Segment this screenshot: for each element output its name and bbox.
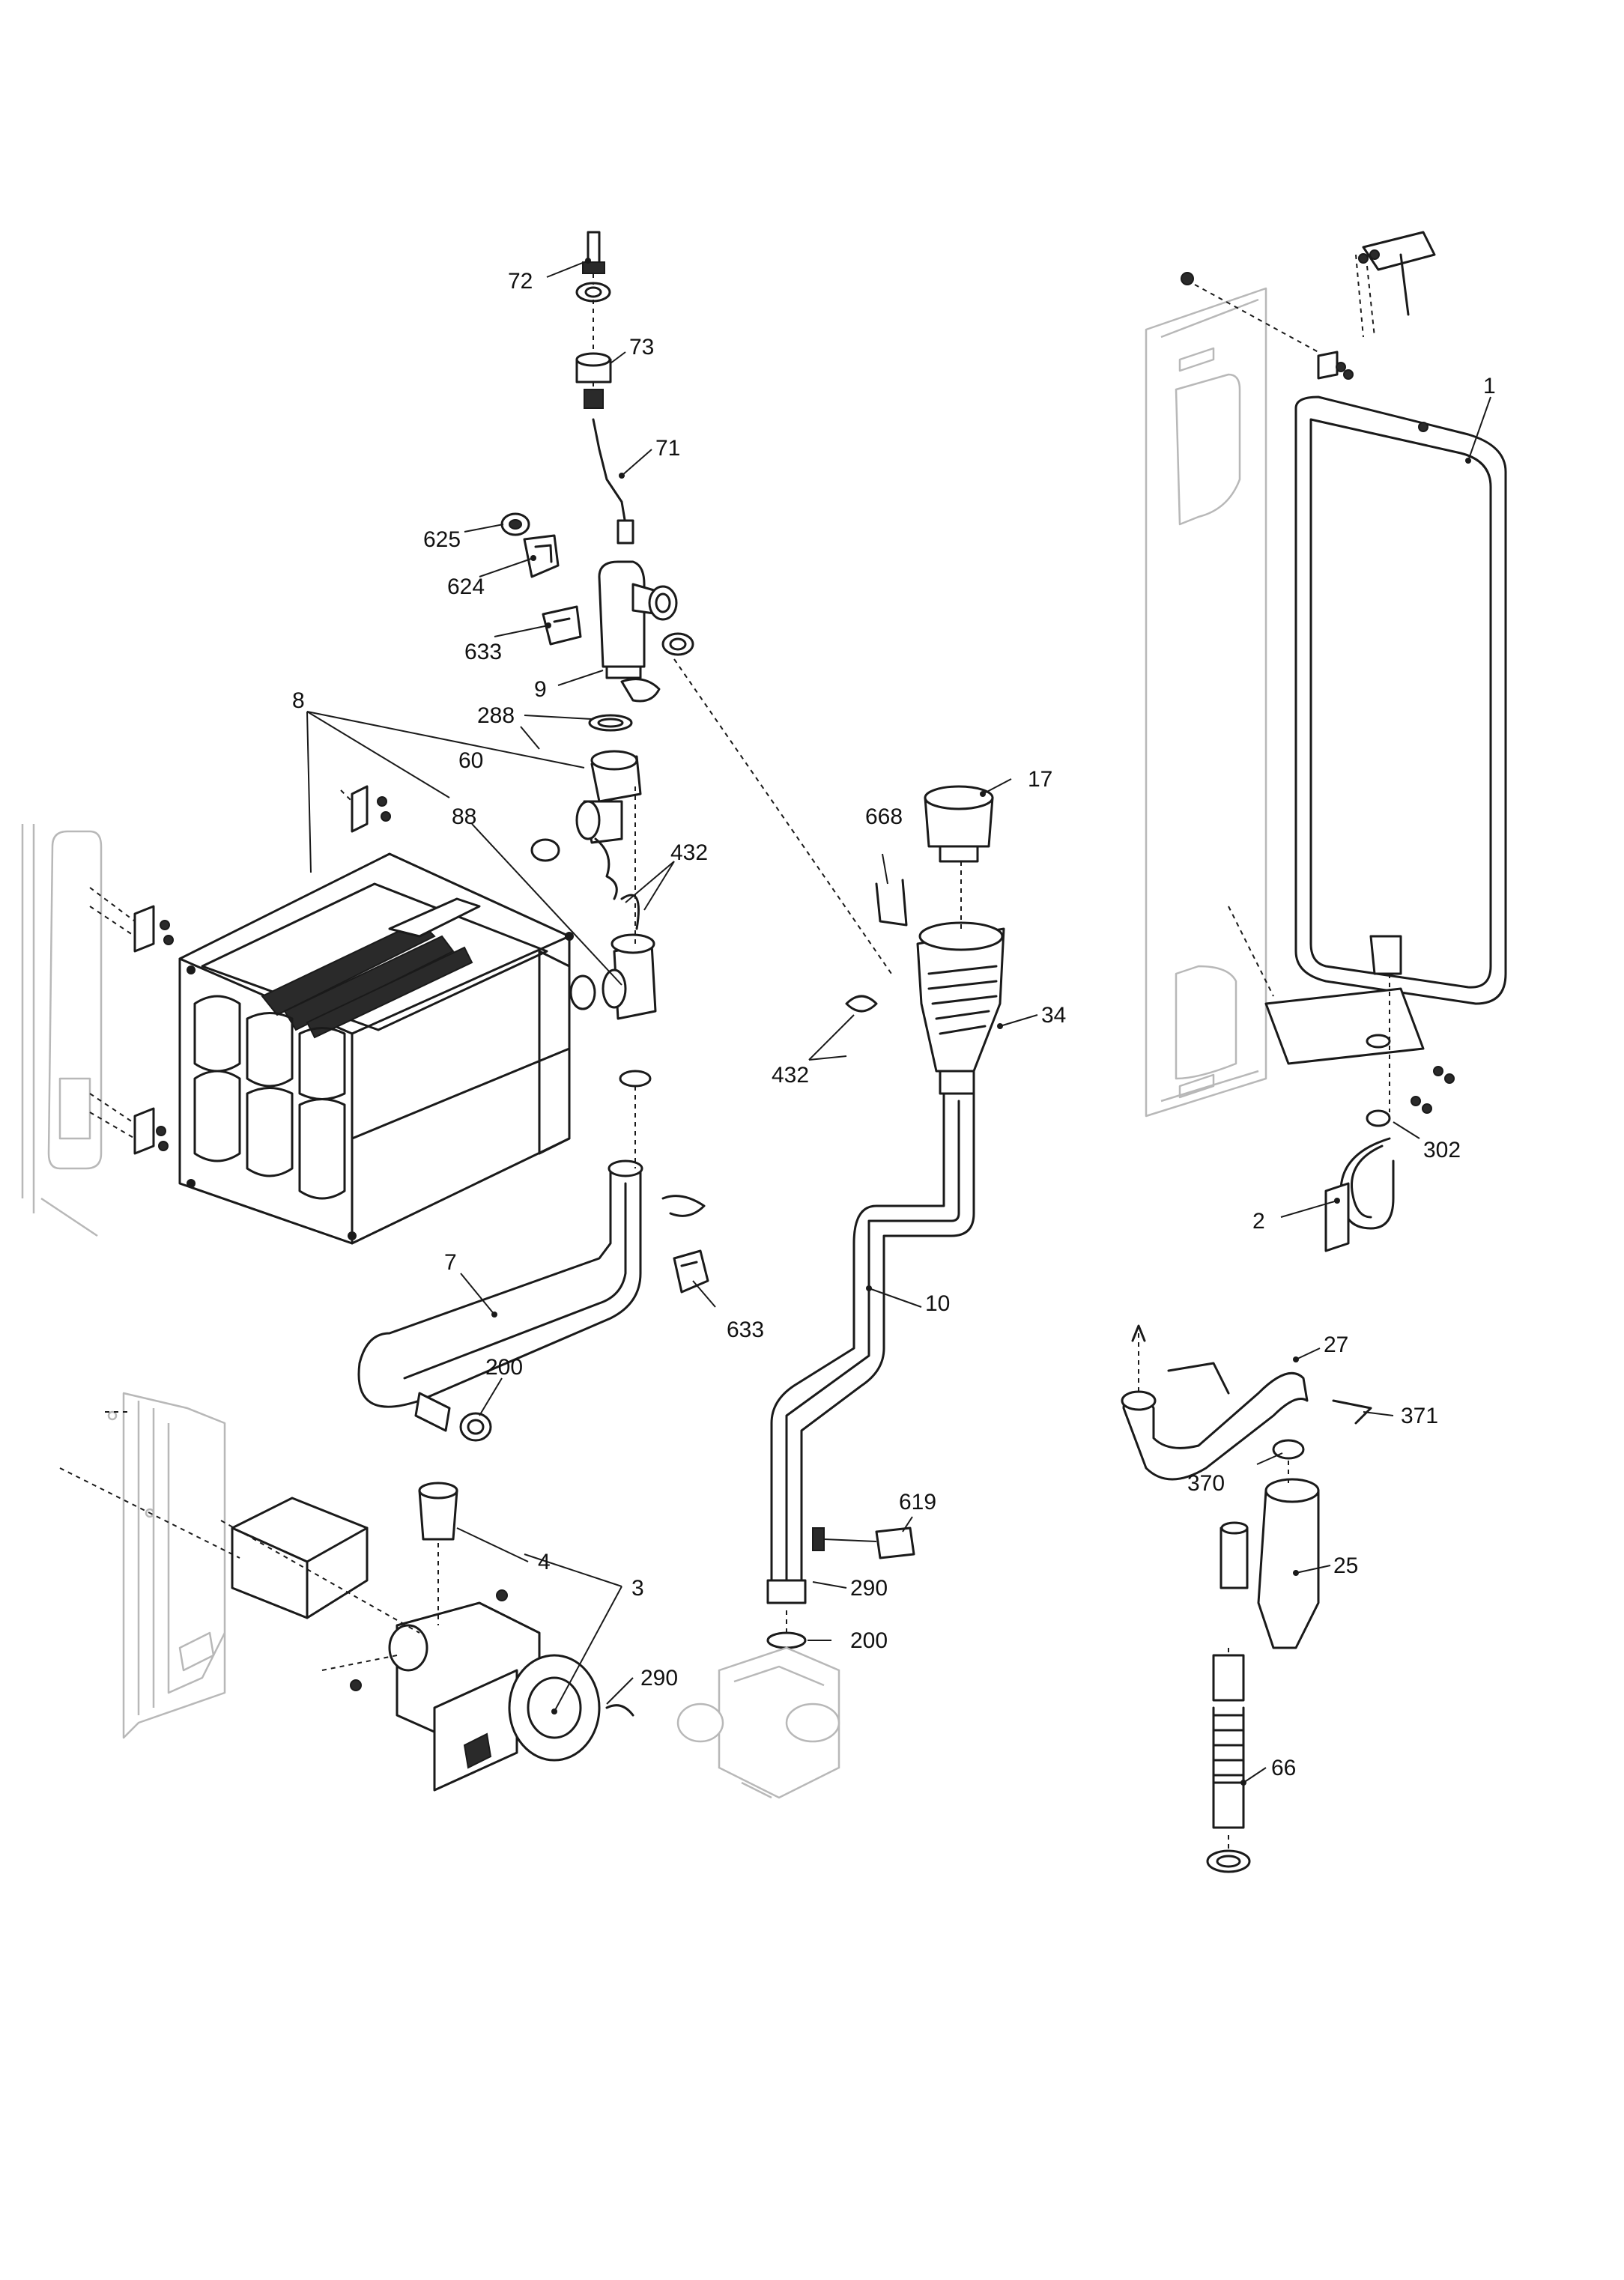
callout-9: 9 <box>534 677 547 702</box>
callout-200-upper: 200 <box>485 1355 523 1380</box>
callout-290-left: 290 <box>640 1666 678 1691</box>
callout-73: 73 <box>629 335 654 360</box>
callout-668: 668 <box>865 804 903 829</box>
fittings-60-88 <box>530 750 657 1088</box>
callout-288: 288 <box>477 703 515 728</box>
assembly-lines <box>59 273 1289 1850</box>
callout-4: 4 <box>538 1550 551 1574</box>
sensor-619 <box>812 1526 915 1559</box>
leader-tips <box>491 258 1471 1786</box>
callout-72: 72 <box>508 269 533 294</box>
heat-exchanger <box>178 852 574 1245</box>
clip-633-lower <box>673 1249 709 1294</box>
callout-302: 302 <box>1423 1138 1461 1162</box>
exchanger-brackets <box>89 785 391 1155</box>
callout-633-upper: 633 <box>464 640 502 664</box>
callout-432-right: 432 <box>772 1063 809 1088</box>
callout-633-lower: 633 <box>727 1318 764 1342</box>
callout-371: 371 <box>1401 1404 1438 1428</box>
callout-88: 88 <box>452 804 476 829</box>
callout-1: 1 <box>1483 374 1496 398</box>
callout-66: 66 <box>1271 1756 1296 1780</box>
pump-assembly <box>231 1482 634 1792</box>
callout-34: 34 <box>1041 1003 1066 1028</box>
callout-71: 71 <box>655 436 680 461</box>
callout-3: 3 <box>631 1576 644 1601</box>
sensor-parts <box>500 512 582 646</box>
flow-pipe-9 <box>588 560 694 732</box>
callout-200-lower: 200 <box>850 1628 888 1653</box>
callout-2: 2 <box>1252 1209 1265 1234</box>
callout-27: 27 <box>1324 1332 1348 1357</box>
callout-432-left: 432 <box>670 840 708 865</box>
left-frame-ghost <box>21 824 103 1237</box>
air-vent-parts <box>575 231 634 545</box>
expansion-vessel <box>1181 231 1507 1127</box>
callout-290-right: 290 <box>850 1576 888 1601</box>
callout-624: 624 <box>447 574 485 599</box>
valve-body-ghost <box>676 1646 840 1799</box>
callout-25: 25 <box>1333 1553 1358 1578</box>
condensate-trap <box>1121 1324 1372 1873</box>
flue-parts <box>845 785 1005 1095</box>
hose-2 <box>1324 1137 1395 1252</box>
callout-625: 625 <box>423 527 461 552</box>
return-pipe-7 <box>357 1159 706 1442</box>
callout-labels: 72 73 71 625 624 633 9 288 8 60 88 432 1… <box>292 269 1496 1780</box>
pipe-10 <box>766 1092 975 1649</box>
callout-619: 619 <box>899 1490 936 1515</box>
callout-10: 10 <box>925 1291 950 1316</box>
callout-370: 370 <box>1187 1471 1225 1496</box>
callout-60: 60 <box>458 748 483 773</box>
callout-7: 7 <box>444 1250 457 1275</box>
callout-17: 17 <box>1028 767 1052 792</box>
callout-8: 8 <box>292 688 305 713</box>
right-frame-ghost <box>1145 287 1267 1118</box>
lower-chassis-ghost <box>107 1392 226 1739</box>
leader-lines <box>306 260 1491 1783</box>
